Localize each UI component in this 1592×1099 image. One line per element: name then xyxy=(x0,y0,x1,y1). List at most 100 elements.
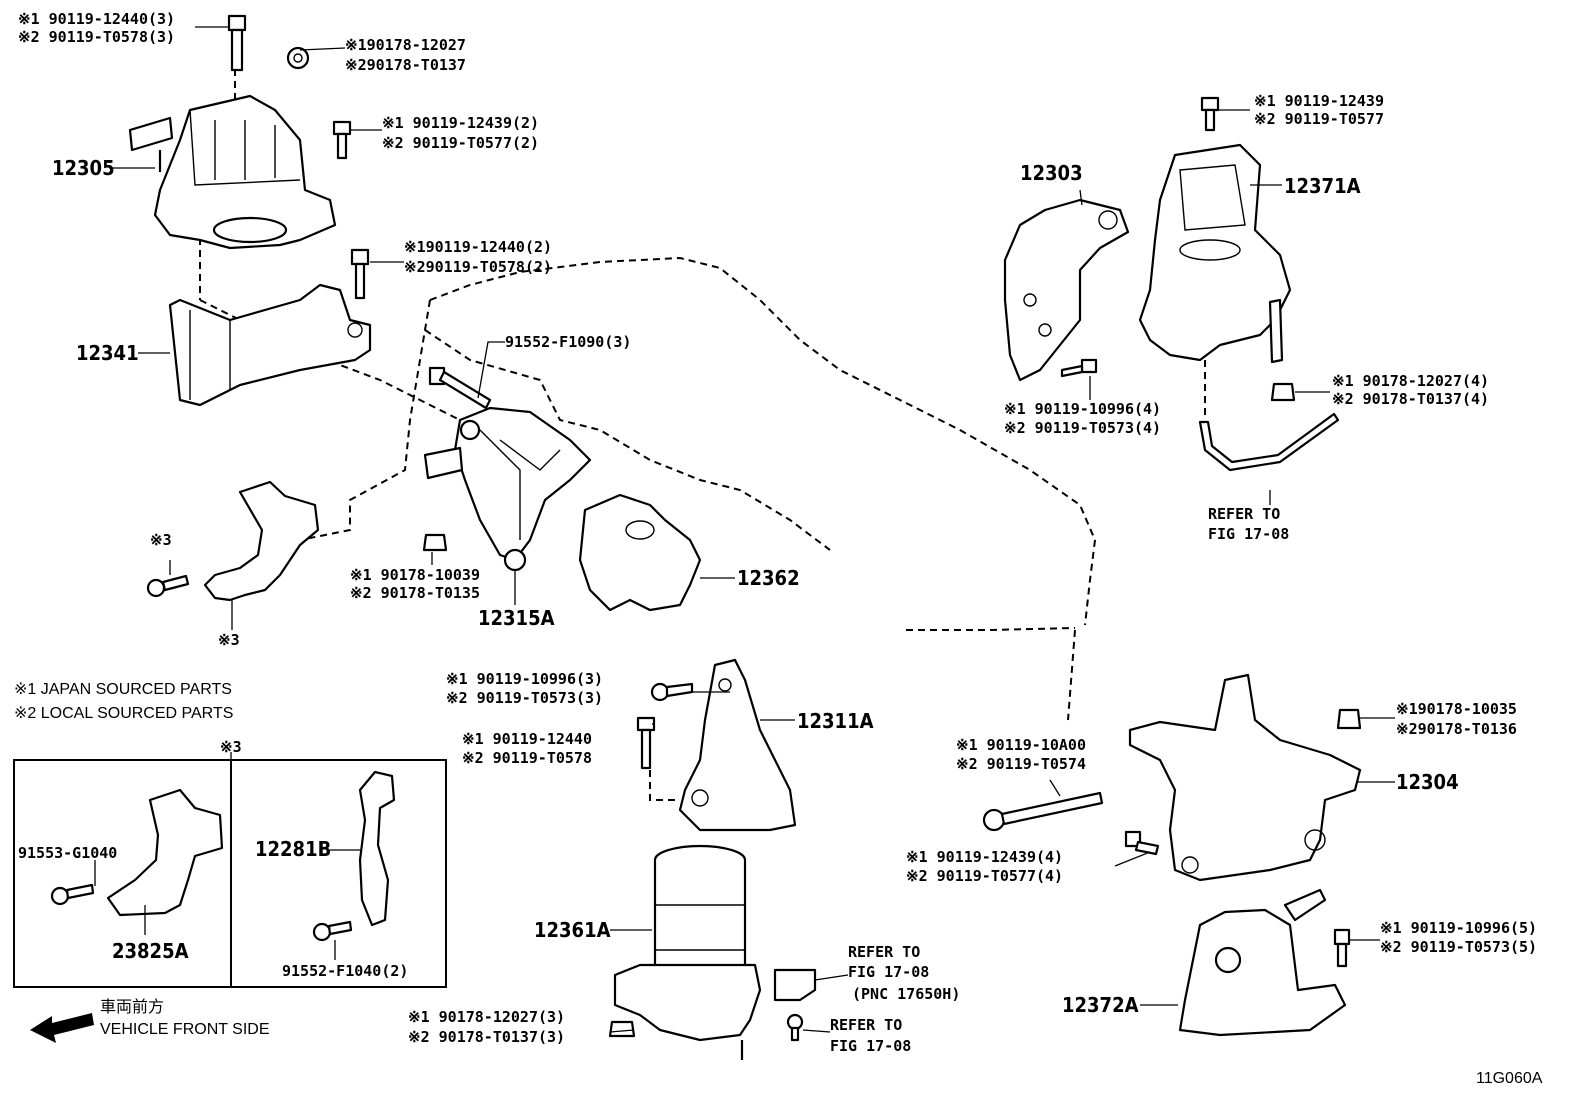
refer-b-1[interactable]: REFER TO xyxy=(848,943,920,961)
part-number-12341[interactable]: 12341 xyxy=(76,341,139,365)
bolt-icon xyxy=(1060,358,1098,378)
bolt-icon xyxy=(350,248,370,300)
mount-12372A[interactable] xyxy=(1178,888,1347,1037)
nut-icon xyxy=(608,1020,636,1038)
inset-ref3 xyxy=(13,752,447,988)
bolt-icon xyxy=(982,791,1104,832)
bolt-icon xyxy=(312,920,353,942)
callout-12311-bolt2-2: ※2 90119-T0578 xyxy=(462,749,592,767)
part-number-12371A[interactable]: 12371A xyxy=(1284,174,1361,198)
callout-12371-nut-2: ※2 90178-T0137(4) xyxy=(1332,390,1489,408)
part-number-12311A[interactable]: 12311A xyxy=(797,709,874,733)
callout-12371-bolt-1: ※1 90119-12439 xyxy=(1254,92,1384,110)
nut-icon xyxy=(1336,708,1362,730)
arrow-left-icon xyxy=(30,1013,94,1043)
bolt-icon xyxy=(146,574,190,598)
bolt-icon xyxy=(1200,96,1220,132)
callout-12304-nut-2: ※290178-T0136 xyxy=(1396,720,1517,738)
callout-12372-bolt-1: ※1 90119-10996(5) xyxy=(1380,919,1537,937)
part-number-12372A[interactable]: 12372A xyxy=(1062,993,1139,1017)
bolt-icon xyxy=(650,682,694,702)
bracket-23825A[interactable] xyxy=(106,788,224,917)
legend-japan: ※1 JAPAN SOURCED PARTS xyxy=(14,681,232,698)
callout-12305-nut-1: ※190178-12027 xyxy=(345,36,466,54)
callout-12371-nut-1: ※1 90178-12027(4) xyxy=(1332,372,1489,390)
callout-ref3-bottom: ※3 xyxy=(218,631,240,649)
bolt-icon xyxy=(636,716,656,770)
refer-a-1[interactable]: REFER TO xyxy=(1208,505,1280,523)
nut-icon xyxy=(1270,382,1296,402)
bracket-12311A[interactable] xyxy=(678,658,797,832)
inset-title: ※3 xyxy=(220,738,242,756)
inset-left-bolt: 91553-G1040 xyxy=(18,844,117,862)
part-number-12304[interactable]: 12304 xyxy=(1396,770,1459,794)
legend-local: ※2 LOCAL SOURCED PARTS xyxy=(14,705,233,722)
mount-12371A[interactable] xyxy=(1138,143,1292,364)
figure-code: 11G060A xyxy=(1476,1070,1543,1087)
callout-ref3-top: ※3 xyxy=(150,531,172,549)
bolt-icon xyxy=(332,120,352,160)
callout-12372-bolt-2: ※2 90119-T0573(5) xyxy=(1380,938,1537,956)
bracket-12315A[interactable] xyxy=(423,406,592,572)
mount-12361A[interactable] xyxy=(613,844,762,1060)
insulator-12362[interactable] xyxy=(578,493,702,612)
part-number-12303[interactable]: 12303 xyxy=(1020,161,1083,185)
bolt-icon xyxy=(50,883,95,906)
callout-12305-nut-2: ※290178-T0137 xyxy=(345,56,466,74)
bolt-icon xyxy=(428,366,492,410)
leader-lines xyxy=(94,26,1395,1033)
engine-outline xyxy=(199,45,1097,721)
bolt-icon xyxy=(227,14,247,72)
refer-b-2[interactable]: FIG 17-08 xyxy=(848,963,929,981)
bracket-12304[interactable] xyxy=(1128,673,1362,882)
bracket-12281B[interactable] xyxy=(358,770,396,927)
callout-12311-bolt2-1: ※1 90119-12440 xyxy=(462,730,592,748)
bolt-icon xyxy=(786,1013,804,1042)
callout-12305-bolt2-1: ※1 90119-12439(2) xyxy=(382,114,539,132)
callout-12304-nut-1: ※190178-10035 xyxy=(1396,700,1517,718)
inset-right-bolt: 91552-F1040(2) xyxy=(282,962,408,980)
connector-icon xyxy=(773,968,817,1002)
callout-12371-bolt-2: ※2 90119-T0577 xyxy=(1254,110,1384,128)
callout-12361-nut-1: ※1 90178-12027(3) xyxy=(408,1008,565,1026)
nut-icon xyxy=(286,46,310,70)
refer-c-1[interactable]: REFER TO xyxy=(830,1016,902,1034)
mount-12305[interactable] xyxy=(128,94,337,250)
callout-91552: 91552-F1090(3) xyxy=(505,333,631,351)
part-number-12281B[interactable]: 12281B xyxy=(255,837,331,861)
part-number-12362[interactable]: 12362 xyxy=(737,566,800,590)
bracket-12341[interactable] xyxy=(168,283,372,407)
bracket-ref3[interactable] xyxy=(203,480,320,602)
callout-12304-bolt-1: ※1 90119-12439(4) xyxy=(906,848,1063,866)
callout-12303-bolt-2: ※2 90119-T0573(4) xyxy=(1004,419,1161,437)
callout-12311-bolt1-2: ※2 90119-T0573(3) xyxy=(446,689,603,707)
callout-12305-bolt-1: ※1 90119-12440(3) xyxy=(18,10,175,28)
callout-12304-longbolt-2: ※2 90119-T0574 xyxy=(956,755,1086,773)
callout-12305-bolt-2: ※2 90119-T0578(3) xyxy=(18,28,175,46)
front-label-en: VEHICLE FRONT SIDE xyxy=(100,1021,270,1038)
callout-12304-bolt-2: ※2 90119-T0577(4) xyxy=(906,867,1063,885)
callout-12361-nut-2: ※2 90178-T0137(3) xyxy=(408,1028,565,1046)
part-number-12361A[interactable]: 12361A xyxy=(534,918,611,942)
refer-a-2[interactable]: FIG 17-08 xyxy=(1208,525,1289,543)
bolt-icon xyxy=(1124,830,1160,856)
bracket-12303[interactable] xyxy=(1003,198,1130,382)
bolt-icon xyxy=(1333,928,1351,968)
callout-12341-bolt-2: ※290119-T0578(2) xyxy=(404,258,552,276)
part-number-23825A[interactable]: 23825A xyxy=(112,939,189,963)
hose-icon xyxy=(1198,412,1340,472)
callout-12303-bolt-1: ※1 90119-10996(4) xyxy=(1004,400,1161,418)
refer-b-3: (PNC 17650H) xyxy=(852,985,960,1003)
refer-c-2[interactable]: FIG 17-08 xyxy=(830,1037,911,1055)
front-label-jp: 車両前方 xyxy=(100,998,164,1016)
callout-nut-10039-1: ※1 90178-10039 xyxy=(350,566,480,584)
part-number-12305[interactable]: 12305 xyxy=(52,156,115,180)
callout-12311-bolt1-1: ※1 90119-10996(3) xyxy=(446,670,603,688)
part-number-12315A[interactable]: 12315A xyxy=(478,606,555,630)
callout-nut-10039-2: ※2 90178-T0135 xyxy=(350,584,480,602)
callout-12341-bolt-1: ※190119-12440(2) xyxy=(404,238,552,256)
callout-12305-bolt2-2: ※2 90119-T0577(2) xyxy=(382,134,539,152)
nut-icon xyxy=(422,533,448,552)
callout-12304-longbolt-1: ※1 90119-10A00 xyxy=(956,736,1086,754)
